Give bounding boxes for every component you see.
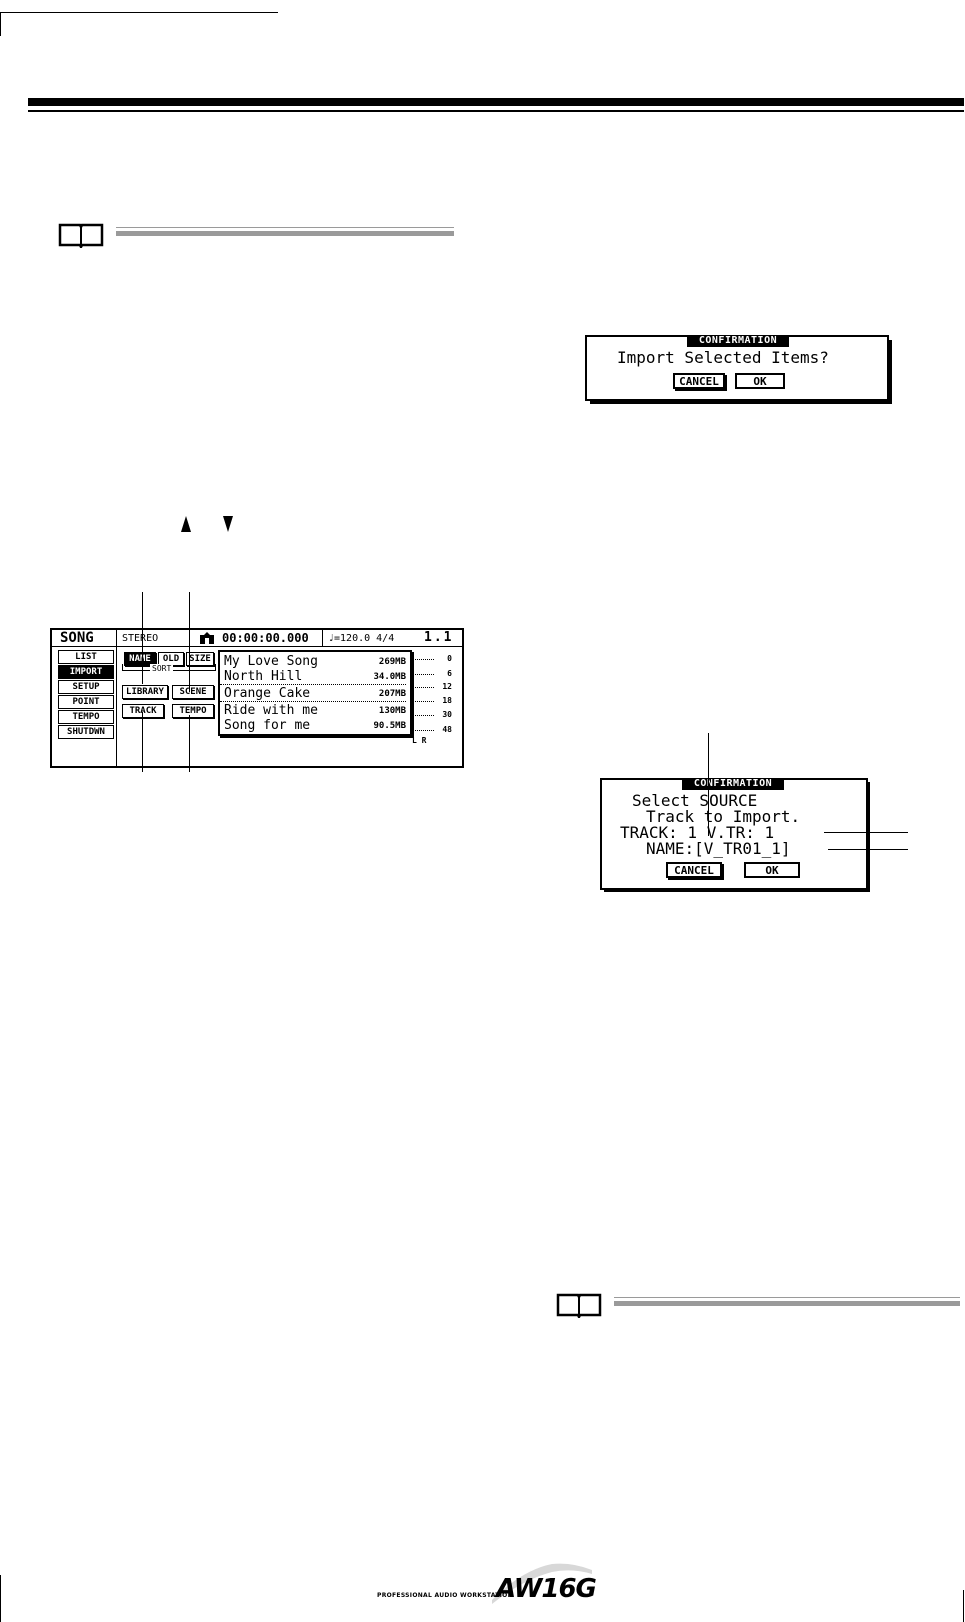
song-size: 130MB	[378, 706, 406, 716]
cursor-down-icon	[223, 516, 233, 532]
note-book-icon	[58, 223, 104, 248]
crop-mark-left	[0, 12, 1, 36]
cursor-up-icon	[181, 516, 191, 532]
cancel-button[interactable]: CANCEL	[666, 862, 722, 878]
song-name: Song for me	[224, 718, 311, 733]
meter-scale-label: 0	[447, 654, 452, 663]
library-button[interactable]: LIBRARY	[122, 685, 168, 699]
tab-column: LIST IMPORT SETUP POINT TEMPO SHUTDWN	[52, 646, 117, 766]
crop-mark-bottom-right	[963, 1590, 964, 1622]
meter-scale-label: 12	[442, 682, 452, 691]
record-lock-icon	[200, 632, 214, 644]
header-rule-thin	[28, 110, 964, 112]
tab-import[interactable]: IMPORT	[58, 665, 114, 679]
dialog-title: CONFIRMATION	[682, 778, 784, 790]
tab-shutdown[interactable]: SHUTDWN	[58, 725, 114, 739]
meter-gridline	[410, 687, 434, 688]
song-import-screen: SONG STEREO 00:00:00.000 ♩=120.0 4/4 1.1…	[50, 628, 464, 768]
note-divider	[614, 1301, 960, 1306]
song-name: North Hill	[224, 669, 303, 684]
song-name: Ride with me	[224, 703, 318, 718]
meter-gridline	[410, 730, 434, 731]
note-divider	[116, 231, 454, 236]
song-size: 207MB	[378, 689, 406, 699]
footer-subtitle: PROFESSIONAL AUDIO WORKSTATION	[377, 1592, 513, 1599]
screen-title: SONG	[60, 630, 94, 646]
callout-line	[189, 715, 190, 772]
list-selection-divider	[220, 701, 406, 702]
song-list-item[interactable]: Ride with me 130MB	[224, 703, 410, 718]
tab-list[interactable]: LIST	[58, 650, 114, 664]
scene-button[interactable]: SCENE	[172, 685, 214, 699]
confirm-track-dialog: CONFIRMATION Select SOURCE Track to Impo…	[600, 778, 868, 890]
ok-button[interactable]: OK	[744, 862, 800, 878]
crop-mark-top	[0, 12, 278, 13]
list-selection-divider	[220, 684, 406, 685]
crop-mark-bottom-left	[0, 1575, 1, 1622]
song-name: Orange Cake	[224, 686, 311, 701]
stereo-label: STEREO	[122, 633, 159, 644]
footer-logo: AW16G	[496, 1574, 597, 1604]
top-divider	[52, 646, 462, 647]
song-size: 34.0MB	[373, 672, 406, 682]
counter-divider	[322, 630, 323, 646]
title-divider	[116, 630, 117, 646]
song-list-item[interactable]: North Hill 34.0MB	[224, 669, 410, 684]
meter-scale-label: 30	[442, 710, 452, 719]
meter-gridline	[410, 715, 434, 716]
note-divider-thin	[116, 227, 454, 228]
track-vtr-field[interactable]: TRACK: 1 V.TR: 1	[620, 823, 775, 842]
cancel-button[interactable]: CANCEL	[673, 373, 725, 389]
confirm-import-dialog: CONFIRMATION Import Selected Items? CANC…	[585, 335, 889, 401]
sort-size-button[interactable]: SIZE	[186, 652, 214, 666]
logo-swoosh-icon	[492, 1563, 592, 1604]
song-list[interactable]: My Love Song 269MB North Hill 34.0MB Ora…	[218, 650, 412, 736]
dialog-title: CONFIRMATION	[687, 335, 789, 347]
sort-name-button[interactable]: NAME	[124, 652, 156, 666]
dialog-message: Import Selected Items?	[617, 348, 829, 367]
meter-scale-label: 6	[447, 669, 452, 678]
meter-scale-label: 48	[442, 725, 452, 734]
track-button[interactable]: TRACK	[122, 704, 164, 718]
callout-line	[828, 849, 908, 850]
header-rule-thick	[28, 98, 964, 106]
song-list-item[interactable]: My Love Song 269MB	[224, 654, 410, 669]
song-list-item-selected[interactable]: Orange Cake 207MB	[224, 686, 410, 701]
tempo-button[interactable]: TEMPO	[172, 704, 214, 718]
tab-tempo[interactable]: TEMPO	[58, 710, 114, 724]
song-size: 269MB	[378, 657, 406, 667]
callout-line	[142, 712, 143, 772]
meter-gridline	[410, 674, 434, 675]
track-name-field[interactable]: NAME:[V_TR01_1]	[646, 839, 791, 858]
note-divider-thin	[614, 1297, 960, 1298]
song-name: My Love Song	[224, 654, 318, 669]
meter-gridline	[410, 659, 434, 660]
song-list-item[interactable]: Song for me 90.5MB	[224, 718, 410, 733]
meter-gridline	[410, 701, 434, 702]
callout-line	[142, 592, 143, 684]
tempo-display: ♩=120.0 4/4	[328, 633, 395, 644]
callout-line	[708, 733, 709, 836]
meter-scale-label: 18	[442, 696, 452, 705]
sort-label: SORT	[150, 664, 174, 674]
meter-lr-label: L R	[412, 736, 427, 745]
tab-setup[interactable]: SETUP	[58, 680, 114, 694]
tab-point[interactable]: POINT	[58, 695, 114, 709]
song-size: 90.5MB	[373, 721, 406, 731]
note-book-icon	[556, 1293, 602, 1318]
ok-button[interactable]: OK	[735, 373, 785, 389]
dialog-line-select: Select SOURCE	[632, 791, 758, 810]
time-counter: 00:00:00.000	[222, 631, 309, 645]
bar-counter: 1.1	[424, 630, 454, 645]
callout-line	[189, 592, 190, 692]
callout-line	[824, 832, 908, 833]
